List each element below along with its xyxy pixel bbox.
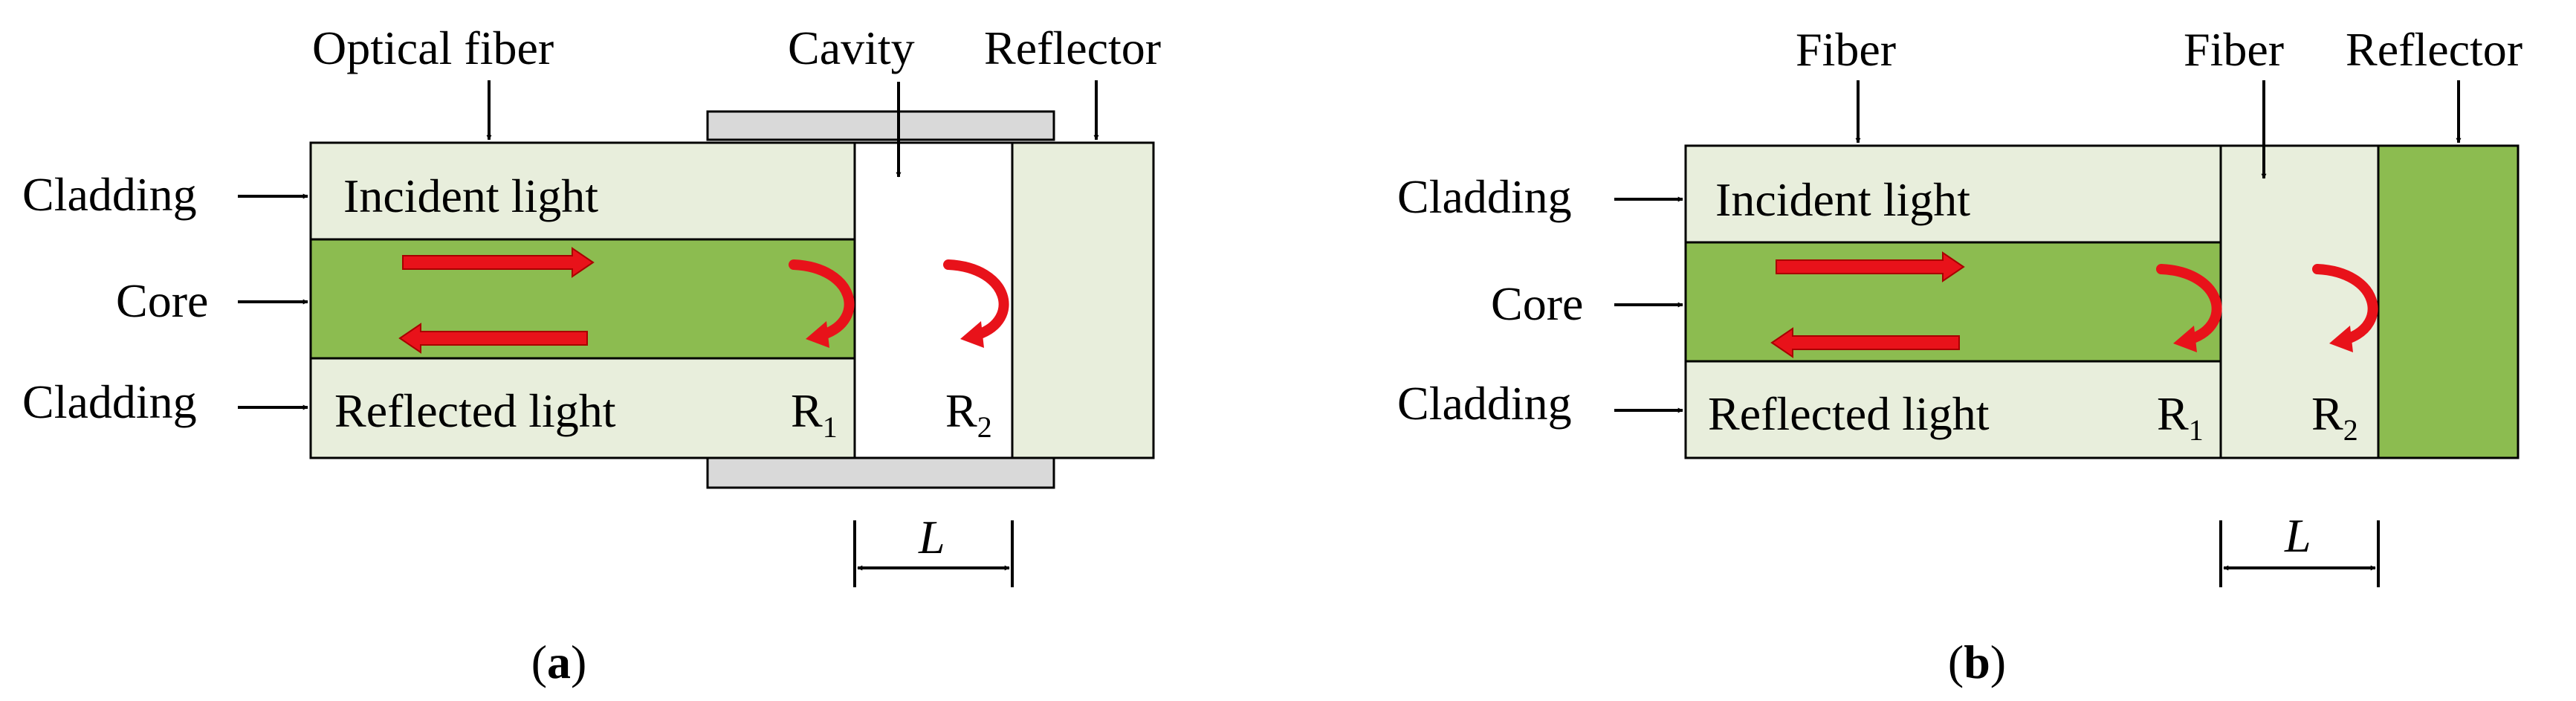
r2-label: R2 [945,384,992,444]
label-cladding-top-b: Cladding [1397,170,1572,223]
incident-light-arrow [402,247,595,278]
label-reflector: Reflector [984,22,1161,74]
capillary-top [706,110,1055,141]
cavity-fiber-b [2219,144,2380,459]
reflector [1011,141,1155,459]
incident-light-arrow-b [1776,251,1965,282]
label-cladding-bottom: Cladding [22,375,197,428]
panel-a: Optical fiber Cavity Reflector Cladding … [22,22,1161,688]
cavity [853,141,1014,459]
label-core: Core [116,274,208,327]
fiber-cladding-top [309,141,856,241]
r1-label-b: R1 [2157,387,2204,447]
reflector-b [2377,144,2520,459]
fiber-cladding-bottom [309,357,856,459]
reflected-light-label: Reflected light [334,384,616,437]
fiber-cladding-top-b [1684,144,2222,244]
incident-light-label-b: Incident light [1715,173,1970,226]
panel-b: Fiber Fiber Reflector Cladding Core Clad… [1397,23,2522,688]
reflected-light-arrow-b [1770,327,1960,358]
length-label-b: L [2284,509,2311,562]
incident-light-label: Incident light [343,169,598,222]
reflection-arrow-r1-b [2156,264,2222,352]
caption-a: (a) [531,636,587,688]
label-fiber-2: Fiber [2184,23,2284,76]
label-optical-fiber: Optical fiber [312,22,554,74]
label-reflector-b: Reflector [2346,23,2522,76]
reflection-arrow-r2 [943,259,1009,348]
label-fiber-1: Fiber [1796,23,1896,76]
label-core-b: Core [1491,277,1583,330]
length-label: L [918,511,945,563]
label-cladding-bottom-b: Cladding [1397,377,1572,430]
label-cavity: Cavity [788,22,915,74]
reflected-light-arrow [398,323,588,354]
capillary-bottom [706,456,1055,489]
r1-label: R1 [791,384,838,444]
reflection-arrow-r1 [789,259,855,348]
label-cladding-top: Cladding [22,168,197,221]
r2-label-b: R2 [2311,387,2358,447]
reflection-arrow-r2-b [2312,264,2378,352]
reflected-light-label-b: Reflected light [1708,387,1990,440]
caption-b: (b) [1948,636,2006,688]
